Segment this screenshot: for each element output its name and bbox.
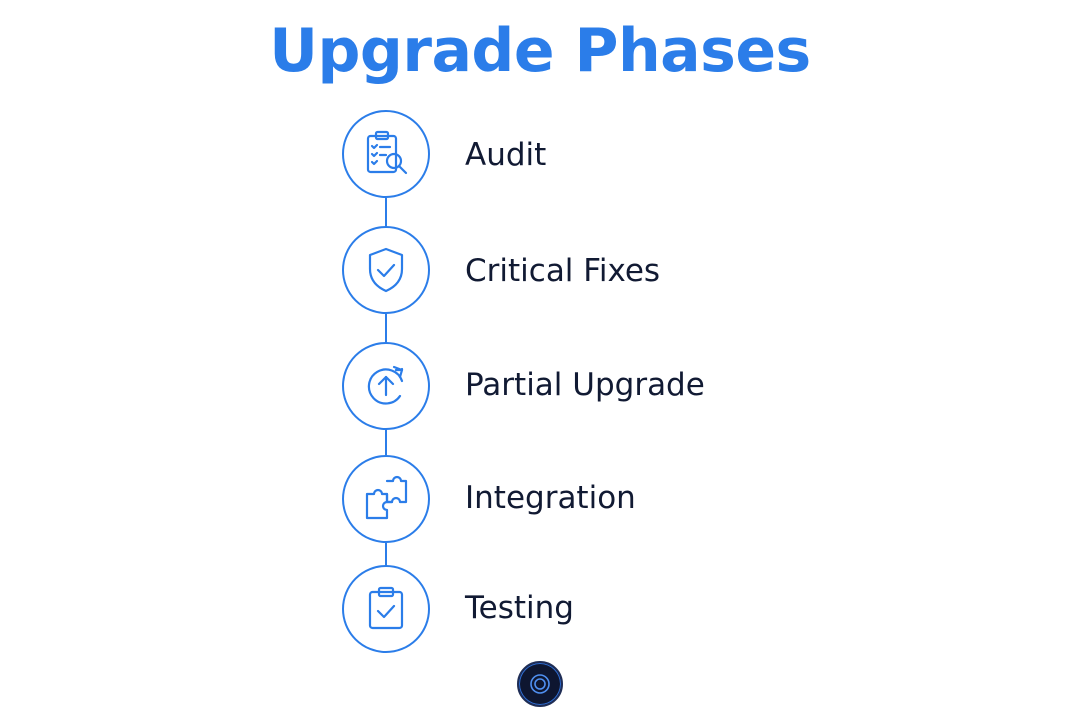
step-circle-critical-fixes [342, 226, 430, 314]
step-circle-audit [342, 110, 430, 198]
connector-line [385, 429, 387, 455]
target-button[interactable] [517, 661, 563, 707]
step-label-critical-fixes: Critical Fixes [465, 253, 661, 289]
step-circle-partial-upgrade [342, 342, 430, 430]
step-circle-testing [342, 565, 430, 653]
shield-check-icon [359, 243, 413, 297]
step-label-partial-upgrade: Partial Upgrade [465, 367, 705, 403]
clipboard-check-icon [359, 582, 413, 636]
connector-line [385, 543, 387, 567]
step-circle-integration [342, 455, 430, 543]
step-label-integration: Integration [465, 480, 636, 516]
circular-upgrade-arrow-icon [359, 359, 413, 413]
step-label-audit: Audit [465, 137, 547, 173]
step-label-testing: Testing [465, 590, 574, 626]
puzzle-icon [359, 472, 413, 526]
connector-line [385, 198, 387, 228]
page-title: Upgrade Phases [269, 16, 811, 86]
connector-line [385, 314, 387, 344]
clipboard-search-icon [359, 127, 413, 181]
target-ring-icon [526, 670, 554, 698]
